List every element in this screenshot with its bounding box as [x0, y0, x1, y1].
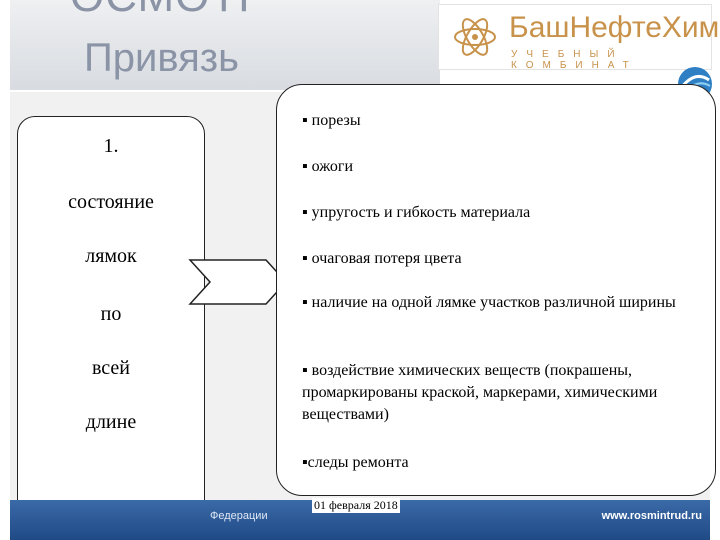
footer-website-link[interactable]: www.rosmintrud.ru — [601, 510, 702, 522]
logo-subtitle: УЧЕБНЫЙ КОМБИНАТ — [511, 49, 638, 71]
inspection-item-box: 1. состояние лямок по всей длине — [17, 116, 205, 522]
slide-title-line1: ОСМОТР — [70, 0, 269, 22]
arrow-right-icon — [188, 259, 288, 305]
bullet-item: ▪ очаговая потеря цвета — [302, 250, 462, 267]
bullet-item: ▪ упругость и гибкость материала — [302, 204, 531, 221]
bullet-item: ▪ наличие на одной лямке участков различ… — [302, 294, 676, 311]
bullet-item: ▪ порезы — [302, 112, 361, 129]
logo-name: БашНефтеХим — [509, 11, 720, 44]
title-background — [10, 0, 440, 90]
item-word-3: по — [100, 303, 122, 325]
item-number: 1. — [103, 135, 119, 157]
item-word-1: состояние — [68, 191, 154, 213]
bullet-item: ▪следы ремонта — [302, 454, 409, 471]
slide-date: 01 февраля 2018 — [312, 498, 400, 513]
company-logo: БашНефтеХим УЧЕБНЫЙ КОМБИНАТ — [438, 4, 719, 71]
footer-ministry-text: Федерации — [210, 510, 268, 522]
bullet-item: ▪ ожоги — [302, 158, 354, 175]
criteria-box — [276, 84, 716, 496]
slide-title-line2: Привязь — [84, 36, 239, 80]
bullet-item: ▪ воздействие химических веществ (покраш… — [302, 362, 658, 423]
footer-bar: Федерации www.rosmintrud.ru — [10, 500, 710, 540]
item-word-2: лямок — [85, 245, 137, 267]
atom-logo-icon — [454, 18, 496, 56]
item-word-5: длине — [85, 411, 137, 433]
item-word-4: всей — [91, 357, 131, 379]
